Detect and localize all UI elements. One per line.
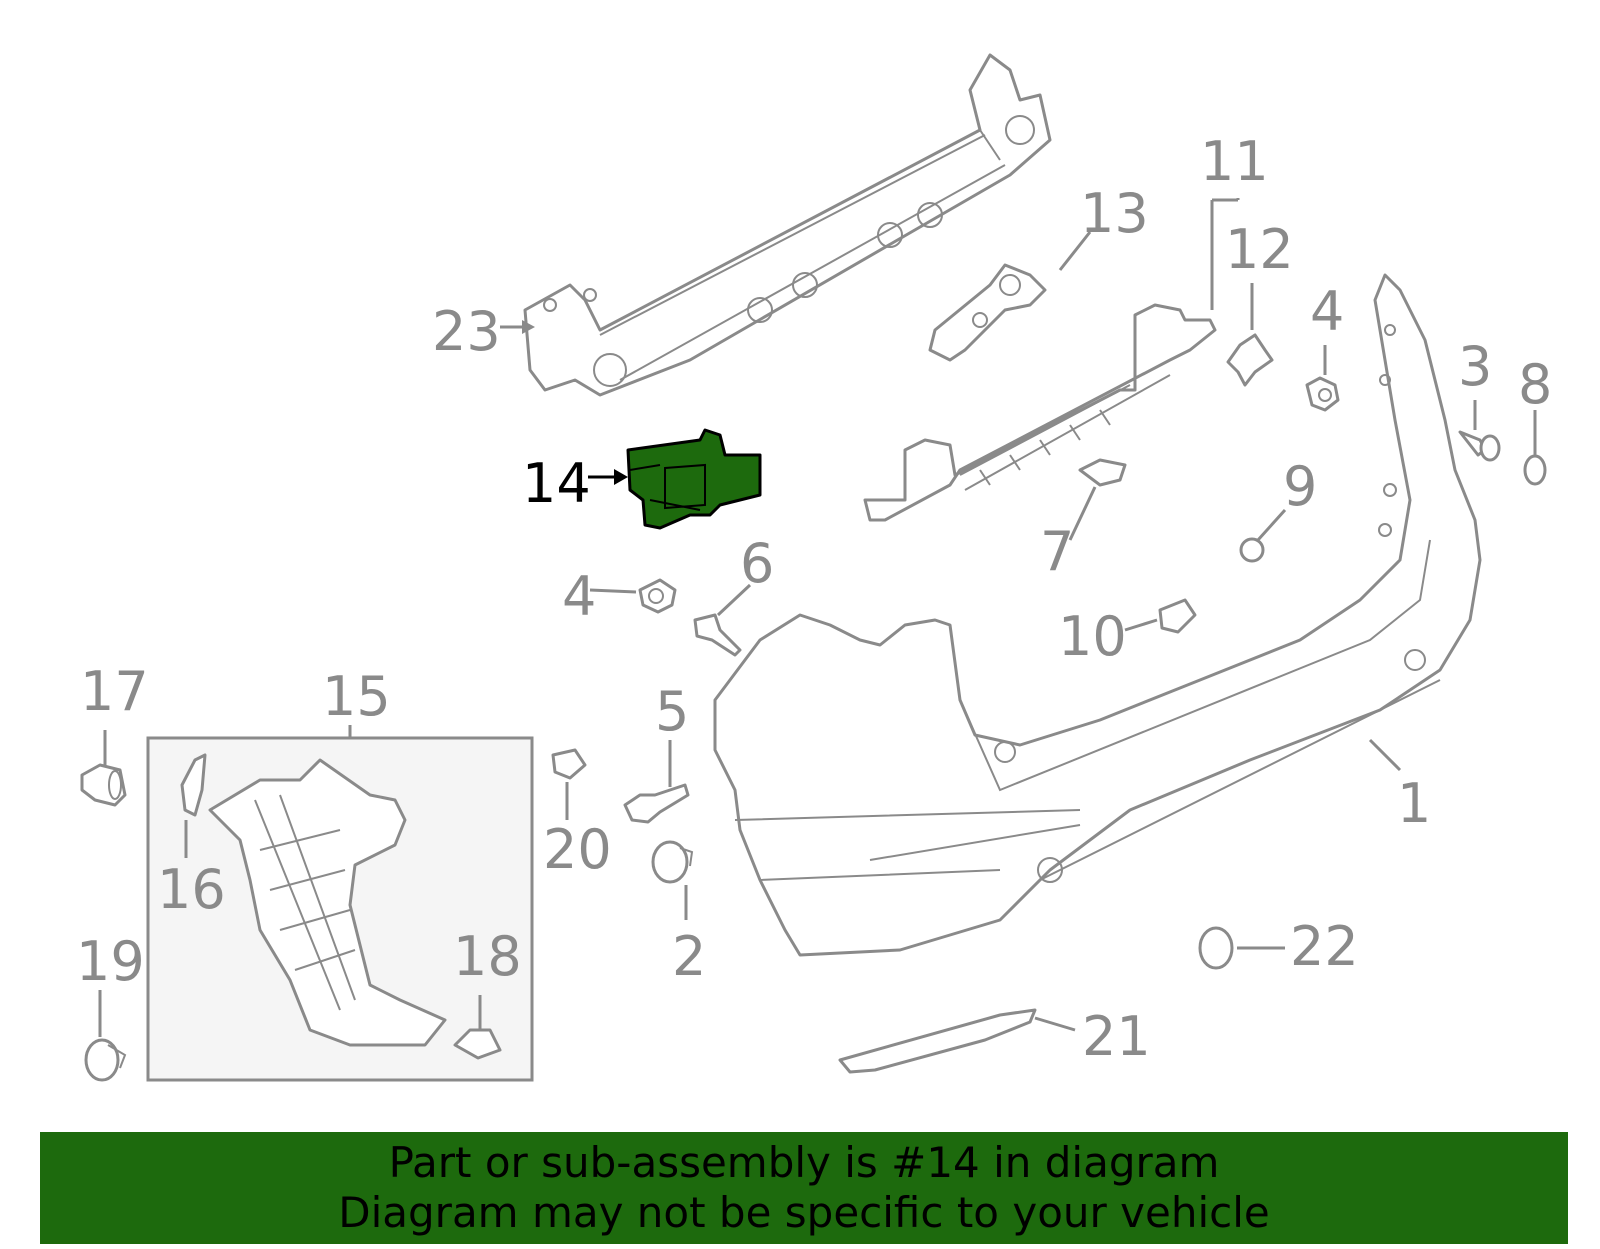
callout-10[interactable]: 10 [1058,605,1127,668]
part-22-cap[interactable] [1198,926,1234,970]
part-2-clip[interactable] [651,840,694,884]
callout-15[interactable]: 15 [322,665,391,728]
callout-4-upper[interactable]: 4 [1310,280,1344,343]
part-8-grommet[interactable] [1523,454,1547,486]
part-19-clip[interactable] [84,1038,127,1082]
part-5-bolt[interactable] [623,783,690,824]
callout-2[interactable]: 2 [672,925,706,988]
callout-4-lower[interactable]: 4 [562,565,596,628]
callout-21[interactable]: 21 [1082,1005,1151,1068]
part-3-screw[interactable] [1458,430,1501,462]
part-13-bracket[interactable] [928,263,1047,362]
callout-17[interactable]: 17 [80,660,149,723]
callout-13[interactable]: 13 [1080,182,1149,245]
callout-3[interactable]: 3 [1458,335,1492,398]
banner-line-2: Diagram may not be specific to your vehi… [338,1188,1270,1237]
callout-23[interactable]: 23 [432,300,501,363]
leader-lines [98,198,1537,1037]
callout-19[interactable]: 19 [76,930,145,993]
callout-14-highlighted[interactable]: 14 [522,452,591,515]
callout-5[interactable]: 5 [655,680,689,743]
part-14-bracket-highlighted[interactable] [626,428,762,530]
part-7-cover[interactable] [1078,458,1127,487]
callout-7[interactable]: 7 [1040,520,1074,583]
part-23-reinforcement-bar[interactable] [523,53,1052,397]
part-18-clip[interactable] [453,1028,502,1060]
part-15-inset[interactable] [146,736,534,1082]
part-1-bumper-cover[interactable] [713,273,1482,957]
callout-20[interactable]: 20 [543,818,612,881]
callout-11[interactable]: 11 [1200,130,1269,193]
part-4-nut-lower[interactable] [638,578,677,614]
part-12-clip[interactable] [1226,333,1274,387]
part-10-bracket[interactable] [1158,598,1197,634]
part-4-nut-upper[interactable] [1305,376,1340,412]
part-16-clip[interactable] [180,753,207,817]
callout-6[interactable]: 6 [740,532,774,595]
callout-8[interactable]: 8 [1518,353,1552,416]
callout-9[interactable]: 9 [1283,455,1317,518]
callout-22[interactable]: 22 [1290,915,1359,978]
callout-labels: 1 2 3 4 4 5 6 7 8 9 10 11 12 13 14 15 16… [76,130,1552,1068]
part-9-grommet[interactable] [1239,537,1265,563]
banner-line-1: Part or sub-assembly is #14 in diagram [388,1138,1220,1187]
callout-1[interactable]: 1 [1397,772,1431,835]
callout-18[interactable]: 18 [453,925,522,988]
part-17-clip-nut[interactable] [80,763,127,807]
part-11-retainer[interactable] [863,303,1217,522]
callout-16[interactable]: 16 [157,858,226,921]
part-20-clip[interactable] [551,748,587,780]
part-6-bolt[interactable] [693,613,742,657]
info-banner: Part or sub-assembly is #14 in diagram D… [40,1132,1568,1244]
callout-12[interactable]: 12 [1225,218,1294,281]
part-21-reflector[interactable] [838,1008,1037,1074]
